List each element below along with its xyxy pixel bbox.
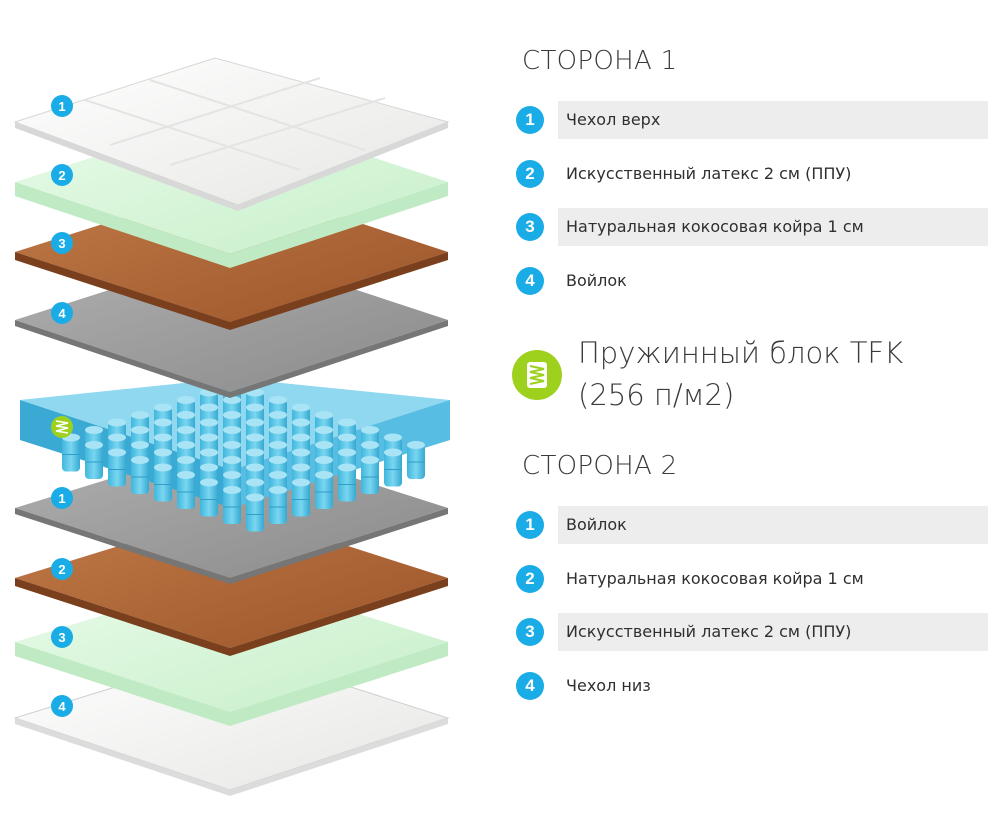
badge-bottom-2: 2 (51, 558, 73, 580)
svg-text:2: 2 (58, 168, 65, 183)
svg-text:1: 1 (58, 99, 65, 114)
side2-item-4: 4 Чехол низ (516, 667, 988, 705)
badge-bottom-1: 1 (51, 487, 73, 509)
number-badge: 3 (516, 618, 544, 646)
side2-item-3: 3 Искусственный латекс 2 см (ППУ) (516, 613, 988, 651)
mattress-layers-diagram: 1 2 3 4 1 2 3 4 (13, 57, 450, 796)
pocket-spring (407, 441, 425, 479)
side1-item-1: 1 Чехол верх (516, 101, 988, 139)
row-background (558, 101, 988, 139)
pocket-spring (338, 463, 356, 502)
badge-bottom-3: 3 (51, 626, 73, 648)
row-background (558, 506, 988, 544)
badge-top-3: 3 (51, 232, 73, 254)
pocket-spring (62, 433, 80, 472)
svg-text:3: 3 (58, 630, 65, 645)
number-badge: 4 (516, 672, 544, 700)
item-label: Войлок (566, 271, 627, 290)
item-label: Войлок (566, 515, 627, 534)
pocket-spring (315, 471, 333, 509)
badge-top-4: 4 (51, 302, 73, 324)
badge-top-1: 1 (51, 95, 73, 117)
pocket-spring (361, 456, 379, 494)
pocket-spring (200, 478, 218, 517)
svg-text:2: 2 (58, 562, 65, 577)
side1-title: СТОРОНА 1 (522, 46, 678, 76)
spring-block-label: Пружинный блок TFK (256 п/м2) (578, 336, 904, 412)
pocket-spring (223, 486, 241, 524)
number-badge: 4 (516, 267, 544, 295)
side1-item-2: 2 Искусственный латекс 2 см (ППУ) (516, 155, 988, 193)
svg-text:4: 4 (58, 306, 66, 321)
side2-item-1: 1 Войлок (516, 506, 988, 544)
svg-text:4: 4 (58, 699, 66, 714)
item-label: Чехол низ (566, 676, 651, 695)
item-label: Натуральная кокосовая койра 1 см (566, 569, 864, 588)
svg-text:1: 1 (58, 491, 65, 506)
item-label: Искусственный латекс 2 см (ППУ) (566, 622, 852, 641)
pocket-spring (131, 456, 149, 494)
side1-item-4: 4 Войлок (516, 262, 988, 300)
item-label: Чехол верх (566, 110, 661, 129)
pocket-spring (85, 441, 103, 479)
item-label: Искусственный латекс 2 см (ППУ) (566, 164, 852, 183)
pocket-spring (384, 448, 402, 487)
badge-top-2: 2 (51, 164, 73, 186)
number-badge: 2 (516, 565, 544, 593)
pocket-spring (269, 486, 287, 524)
pocket-spring (177, 471, 195, 509)
spring-block (20, 378, 450, 532)
number-badge: 1 (516, 511, 544, 539)
number-badge: 3 (516, 213, 544, 241)
badge-spring (51, 416, 73, 438)
badge-bottom-4: 4 (51, 695, 73, 717)
side2-item-2: 2 Натуральная кокосовая койра 1 см (516, 560, 988, 598)
item-label: Натуральная кокосовая койра 1 см (566, 217, 864, 236)
number-badge: 2 (516, 160, 544, 188)
layer-top-cover (13, 57, 450, 211)
pocket-spring (292, 478, 310, 517)
row-background (558, 613, 988, 651)
side1-item-3: 3 Натуральная кокосовая койра 1 см (516, 208, 988, 246)
side2-title: СТОРОНА 2 (522, 451, 678, 481)
pocket-spring (246, 493, 264, 532)
pocket-spring (154, 463, 172, 502)
pocket-spring (108, 448, 126, 487)
svg-text:3: 3 (58, 236, 65, 251)
spring-icon (512, 350, 562, 400)
row-background (558, 208, 988, 246)
number-badge: 1 (516, 106, 544, 134)
